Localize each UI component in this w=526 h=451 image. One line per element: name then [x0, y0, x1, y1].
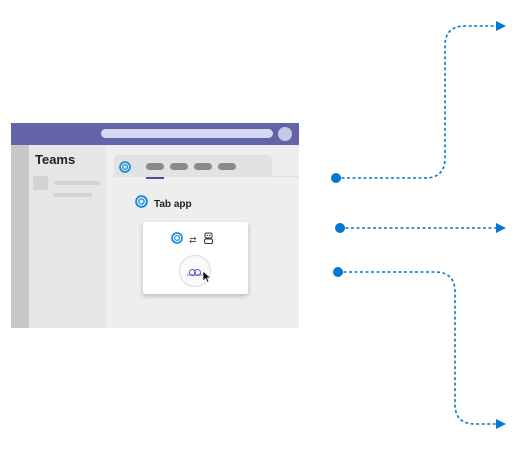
arrow-head-icon	[496, 21, 506, 31]
list-item-line	[54, 193, 92, 197]
tab-placeholder[interactable]	[170, 163, 188, 170]
middle-right-flow	[335, 223, 506, 233]
app-logo-icon[interactable]	[119, 160, 131, 178]
flow-origin-dot	[335, 223, 345, 233]
link-icon	[189, 263, 201, 281]
tab-strip	[114, 155, 272, 179]
bot-icon	[203, 231, 214, 249]
search-bar[interactable]	[101, 129, 273, 138]
list-item-avatar	[33, 176, 48, 190]
active-tab-indicator	[146, 177, 164, 179]
title-bar	[11, 123, 299, 145]
tab-app-header: Tab app	[135, 195, 192, 213]
swap-icon: ⇄	[189, 234, 197, 245]
cursor-icon	[202, 270, 212, 288]
arrow-head-icon	[496, 223, 506, 233]
bottom-right-flow	[333, 267, 506, 429]
flow-origin-dot	[333, 267, 343, 277]
tab-app-label: Tab app	[154, 198, 192, 210]
left-panel: Teams	[29, 145, 106, 328]
main-area: Tab app ⇄	[106, 145, 299, 328]
app-bar	[11, 145, 29, 328]
deep-link-button[interactable]: Deep links	[179, 255, 211, 287]
list-item-line	[54, 181, 100, 185]
deep-link-label: Deep links	[186, 273, 204, 277]
app-logo-icon	[171, 231, 183, 249]
top-right-flow	[331, 21, 506, 183]
tab-placeholder[interactable]	[194, 163, 212, 170]
arrow-head-icon	[496, 419, 506, 429]
content-card: ⇄ Deep links	[143, 222, 248, 294]
app-logo-icon	[135, 195, 148, 213]
avatar[interactable]	[278, 127, 292, 141]
panel-title: Teams	[35, 152, 76, 167]
teams-window: Teams Ta	[11, 123, 299, 328]
tab-placeholder[interactable]	[146, 163, 164, 170]
tab-placeholder[interactable]	[218, 163, 236, 170]
flow-origin-dot	[331, 173, 341, 183]
card-icon-row: ⇄	[171, 231, 214, 249]
tab-strip-divider	[272, 176, 299, 177]
